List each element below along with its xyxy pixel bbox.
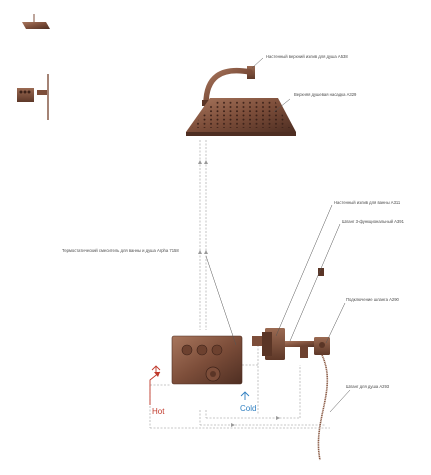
thermostat-mixer (171, 335, 243, 385)
leader-lines (205, 57, 351, 413)
label-wall-spout: Настенный излив для ванны A311 (334, 200, 401, 205)
label-hose-connector: Подключение шланга A290 (346, 297, 400, 302)
shower-arm (202, 66, 255, 107)
hot-inlet (149, 365, 161, 405)
hot-label: Hot (152, 407, 165, 416)
hand-shower (314, 268, 330, 461)
cold-label: Cold (240, 404, 256, 413)
thumbnail-mixer-set (17, 74, 49, 120)
overhead-shower-head (186, 98, 296, 136)
cold-inlet (240, 391, 250, 400)
label-shower-hose: Шланг для душа A293 (346, 384, 390, 389)
thumbnail-overhead-shower (22, 14, 50, 29)
flow-arrows (198, 160, 280, 427)
label-overhead-shower: Верхняя душевая насадка A329 (294, 92, 357, 97)
bath-spout (252, 328, 319, 360)
piping-lines (149, 140, 330, 429)
label-thermostat: Термостатический смеситель для ванны и д… (62, 248, 179, 253)
label-shower-arm: Настенный верхний излив для душа A538 (266, 54, 348, 59)
label-wall-outlet: Шланг 3-функциональный A391 (342, 219, 405, 224)
